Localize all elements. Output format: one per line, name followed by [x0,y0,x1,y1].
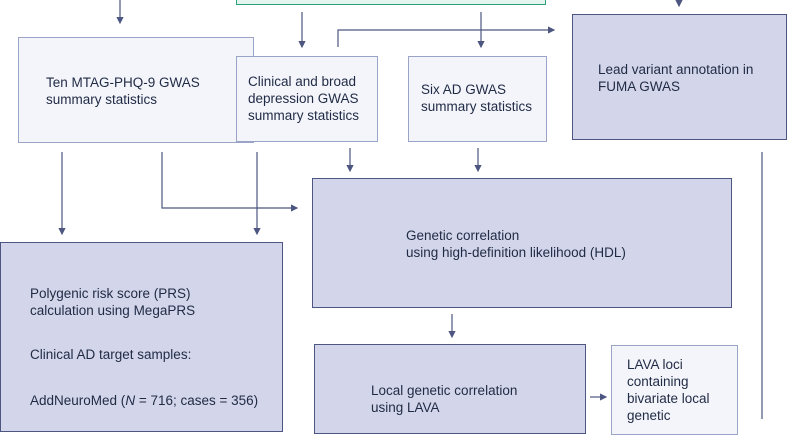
genetic-correlation-hdl-box: Genetic correlation using high-definitio… [312,178,732,308]
prs-target-samples-label: Clinical AD target samples: [30,347,192,362]
prs-label-line2: calculation using MegaPRS [30,303,196,318]
mtag-gwas-label-line2: summary statistics [46,92,158,107]
mtag-gwas-label-line1: Ten MTAG-PHQ-9 GWAS [46,75,200,90]
lava-label-line1: Local genetic correlation [371,383,518,398]
clinical-label-line2: depression GWAS [248,91,359,106]
hdl-label-line1: Genetic correlation [406,228,520,243]
loci-label-line4: genetic [627,408,671,423]
loci-label-line3: bivariate local [627,391,710,406]
lead-label-line2: FUMA GWAS [598,79,681,94]
loci-label-line1: LAVA loci [627,357,683,372]
prs-label-line1: Polygenic risk score (PRS) [30,286,191,301]
lead-variant-annotation-box: Lead variant annotation in FUMA GWAS [572,14,787,140]
top-source-box [236,0,546,5]
connector-arrows [58,0,763,419]
clinical-label-line1: Clinical and broad [248,74,357,89]
prs-n-symbol: N [125,393,136,408]
lava-label-line2: using LAVA [371,400,440,415]
lead-label-line1: Lead variant annotation in [598,62,754,77]
local-genetic-correlation-lava-box: Local genetic correlation using LAVA [314,344,586,434]
loci-label-line2: containing [627,374,689,389]
ad-gwas-box: Six AD GWAS summary statistics [408,56,547,142]
arrow-mtag-to-hdl [161,152,299,212]
ad-label-line2: summary statistics [421,99,533,114]
clinical-depression-gwas-box: Clinical and broad depression GWAS summa… [236,56,378,142]
hdl-label-line2: using high-definition likelihood (HDL) [406,245,626,260]
clinical-label-line3: summary statistics [248,108,360,123]
ad-label-line1: Six AD GWAS [421,82,507,97]
arrow-to-lead [337,26,556,47]
mtag-gwas-box: Ten MTAG-PHQ-9 GWAS summary statistics [18,37,254,143]
prs-addneuromed-counts: = 716; cases = 356) [135,393,259,408]
lava-loci-box: LAVA loci containing bivariate local gen… [611,345,738,435]
prs-addneuromed-name: AddNeuroMed ( [30,393,126,408]
prs-addneuromed-line: AddNeuroMed (N = 716; cases = 356) [30,392,258,409]
prs-box: Polygenic risk score (PRS) calculation u… [0,242,283,432]
